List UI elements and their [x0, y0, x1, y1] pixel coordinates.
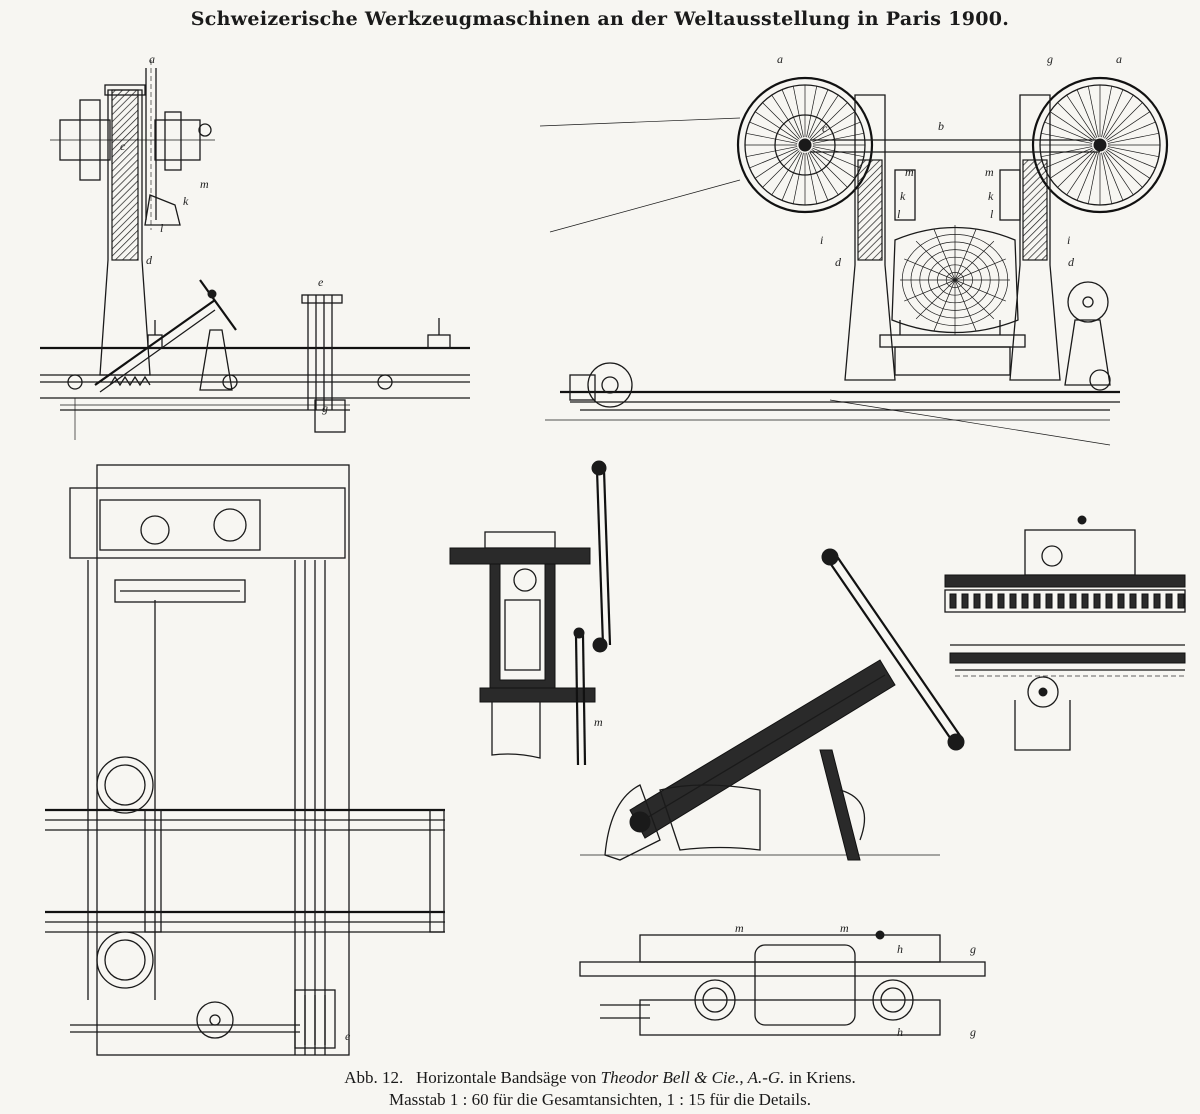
- label-side-k: k: [183, 194, 189, 208]
- label-side-e: e: [318, 275, 324, 289]
- page-title: Schweizerische Werkzeugmaschinen an der …: [190, 8, 1010, 30]
- label-front-l-right: l: [990, 207, 994, 221]
- label-bottom-m-right: m: [840, 921, 849, 935]
- label-front-m-right: m: [985, 165, 994, 179]
- label-side-g: g: [322, 401, 328, 415]
- label-front-d-right: d: [1068, 255, 1075, 269]
- label-front-k-left: k: [900, 189, 906, 203]
- label-side-m: m: [200, 177, 209, 191]
- caption-text-a: Horizontale Bandsäge von: [416, 1068, 597, 1087]
- label-side-a: a: [149, 52, 155, 66]
- label-bottom-m-left: m: [735, 921, 744, 935]
- label-front-g: g: [1047, 52, 1053, 66]
- scale-caption: Masstab 1 : 60 für die Gesamtansichten, …: [388, 1090, 812, 1109]
- detail-carriage-plan: m m h g h g: [579, 921, 986, 1039]
- label-front-a-right: a: [1116, 52, 1122, 66]
- caption-text-b: in Kriens.: [788, 1068, 856, 1087]
- label-side-c: c: [120, 139, 126, 153]
- label-front-c: c: [822, 121, 828, 135]
- detail-guide-section: m: [449, 460, 612, 766]
- label-side-l: l: [160, 221, 164, 235]
- figure-caption: Abb. 12. Horizontale Bandsäge von Theodo…: [0, 1068, 1200, 1088]
- label-plan-e: e: [345, 1029, 351, 1043]
- label-front-d-left: d: [835, 255, 842, 269]
- label-bottom-g-bottom: g: [970, 1025, 976, 1039]
- label-bottom-h-top: h: [897, 942, 903, 956]
- label-front-m-left: m: [905, 165, 914, 179]
- side-elevation-view: a c m k l d e g: [40, 52, 470, 440]
- caption-fig-label: Abb. 12.: [344, 1068, 404, 1087]
- label-bottom-g-top: g: [970, 942, 976, 956]
- front-elevation-view: a g a b c m m k k l l i i d d: [539, 52, 1169, 446]
- label-front-a-left: a: [777, 52, 783, 66]
- label-front-i-right: i: [1067, 233, 1070, 247]
- caption-maker: Theodor Bell & Cie., A.-G.: [600, 1068, 785, 1087]
- label-front-i-left: i: [820, 233, 823, 247]
- plan-view: e: [45, 464, 445, 1056]
- label-bottom-h-bottom: h: [897, 1025, 903, 1039]
- label-front-l-left: l: [897, 207, 901, 221]
- right-band-wheel: [1031, 76, 1169, 214]
- log-cross-section: [891, 225, 1019, 335]
- label-front-k-right: k: [988, 189, 994, 203]
- detail-inclined-lever: [580, 548, 965, 861]
- label-detail-m: m: [594, 715, 603, 729]
- detail-rack-pinion: [944, 515, 1186, 751]
- label-side-d: d: [146, 253, 153, 267]
- left-band-wheel: [736, 76, 874, 214]
- label-front-b: b: [938, 119, 944, 133]
